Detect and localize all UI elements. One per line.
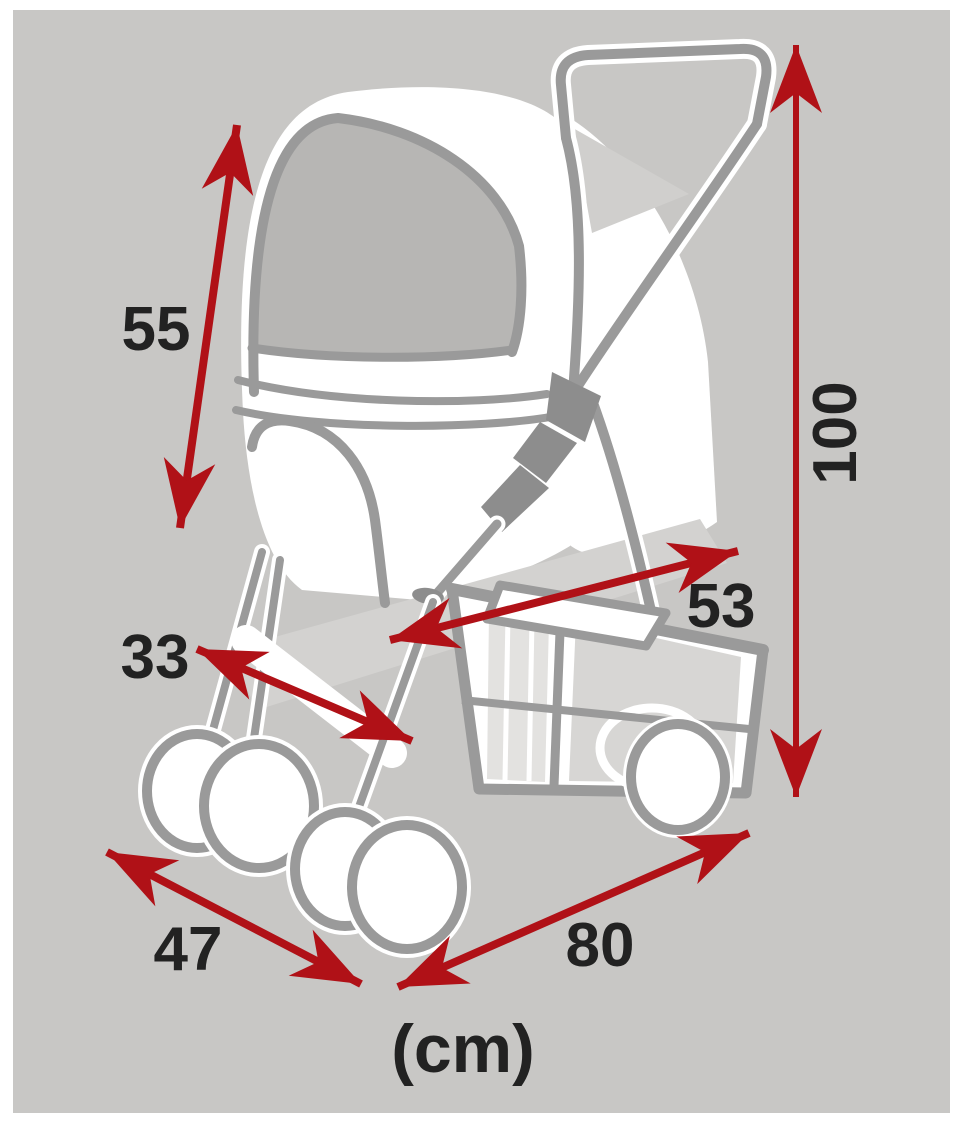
canopy-mesh-panel (255, 119, 521, 355)
canopy-trim (232, 112, 560, 430)
dim-label-base-length: 80 (565, 911, 635, 980)
handle-loop (555, 43, 772, 143)
arrow-inner-width (195, 645, 414, 745)
dimension-arrows (105, 45, 822, 991)
arrow-upper-depth (389, 542, 739, 649)
handle (550, 38, 777, 402)
arrow-base-length (396, 829, 751, 991)
dim-label-upper-depth: 53 (686, 572, 756, 641)
dim-label-front-track-width: 47 (153, 915, 223, 984)
handle-shade-panel (573, 128, 689, 233)
dim-label-canopy-height: 55 (121, 295, 191, 364)
arrow-canopy-height (163, 124, 254, 529)
arrow-front-track-width (105, 848, 363, 988)
dim-label-inner-width: 33 (120, 623, 190, 692)
wheel-front-right-pair (286, 803, 471, 958)
seat-arch (247, 415, 390, 608)
unit-label: (cm) (391, 1011, 535, 1087)
basket-mesh-strip (487, 612, 549, 782)
handle-bar-left (561, 133, 584, 397)
handle-bar-right (569, 119, 762, 397)
wheel-rear-right (623, 716, 733, 838)
dim-label-overall-height: 100 (801, 381, 870, 485)
